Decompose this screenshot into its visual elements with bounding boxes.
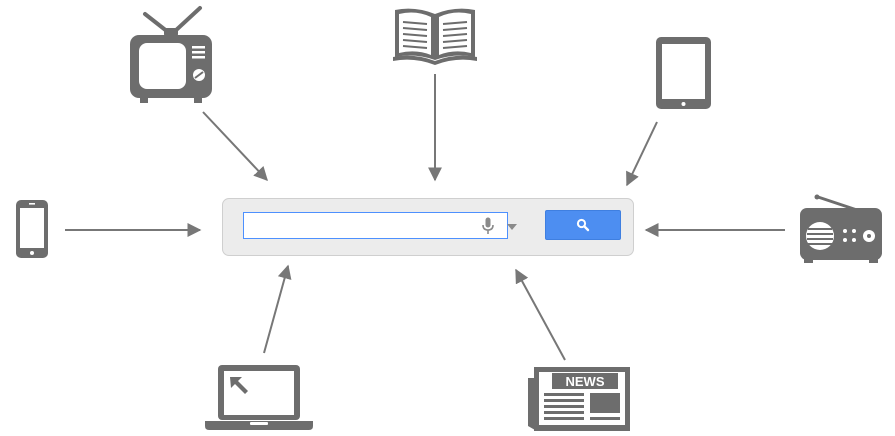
search-box-container bbox=[222, 198, 634, 256]
book-icon bbox=[393, 8, 477, 65]
tablet-icon bbox=[656, 37, 711, 109]
arrow-from-tablet bbox=[626, 121, 658, 187]
radio-icon bbox=[800, 194, 882, 263]
arrows bbox=[65, 74, 785, 361]
search-input[interactable] bbox=[243, 212, 508, 239]
microphone-icon[interactable] bbox=[481, 217, 495, 235]
arrow-from-laptop bbox=[263, 264, 292, 354]
dropdown-arrow-icon[interactable] bbox=[506, 223, 518, 231]
smartphone-icon bbox=[16, 200, 48, 258]
arrow-from-tv bbox=[202, 111, 268, 182]
arrow-from-newspaper bbox=[515, 268, 566, 361]
newspaper-masthead: NEWS bbox=[566, 374, 605, 389]
search-button[interactable] bbox=[545, 210, 621, 240]
search-icon bbox=[576, 218, 590, 232]
laptop-icon bbox=[205, 365, 313, 430]
tv-icon bbox=[130, 6, 212, 103]
newspaper-icon: NEWS bbox=[528, 367, 630, 431]
